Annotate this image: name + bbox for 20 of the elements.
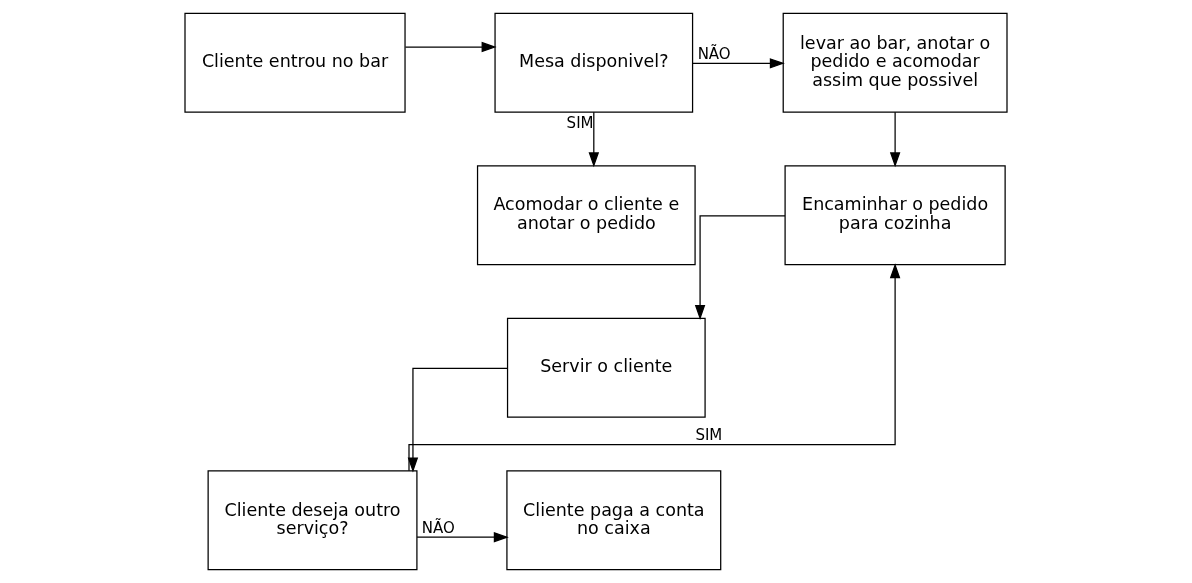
- arrow: [694, 215, 786, 320]
- edge-label: SIM: [566, 114, 594, 133]
- arrow: [404, 41, 497, 53]
- edge-label: NÃO: [421, 518, 455, 537]
- arrow: [407, 367, 508, 473]
- node-box: levar ao bar, anotar o pedido e acomodar assim que possivel: [782, 12, 1008, 113]
- edge-label: NÃO: [697, 45, 731, 64]
- arrow: [889, 111, 901, 168]
- node-box: Mesa disponivel?: [494, 12, 694, 113]
- edge-label: SIM: [695, 426, 723, 445]
- node-box: Cliente paga a conta no caixa: [506, 470, 722, 571]
- arrow: [408, 263, 901, 472]
- node-box: Servir o cliente: [506, 317, 706, 418]
- node-box: Encaminhar o pedido para cozinha: [784, 165, 1006, 266]
- node-box: Acomodar o cliente e anotar o pedido: [476, 165, 696, 266]
- node-box: Cliente entrou no bar: [184, 12, 406, 113]
- arrow: [588, 111, 600, 168]
- arrow: [416, 531, 509, 543]
- node-box: Cliente deseja outro serviço?: [207, 470, 418, 571]
- arrow: [692, 58, 785, 69]
